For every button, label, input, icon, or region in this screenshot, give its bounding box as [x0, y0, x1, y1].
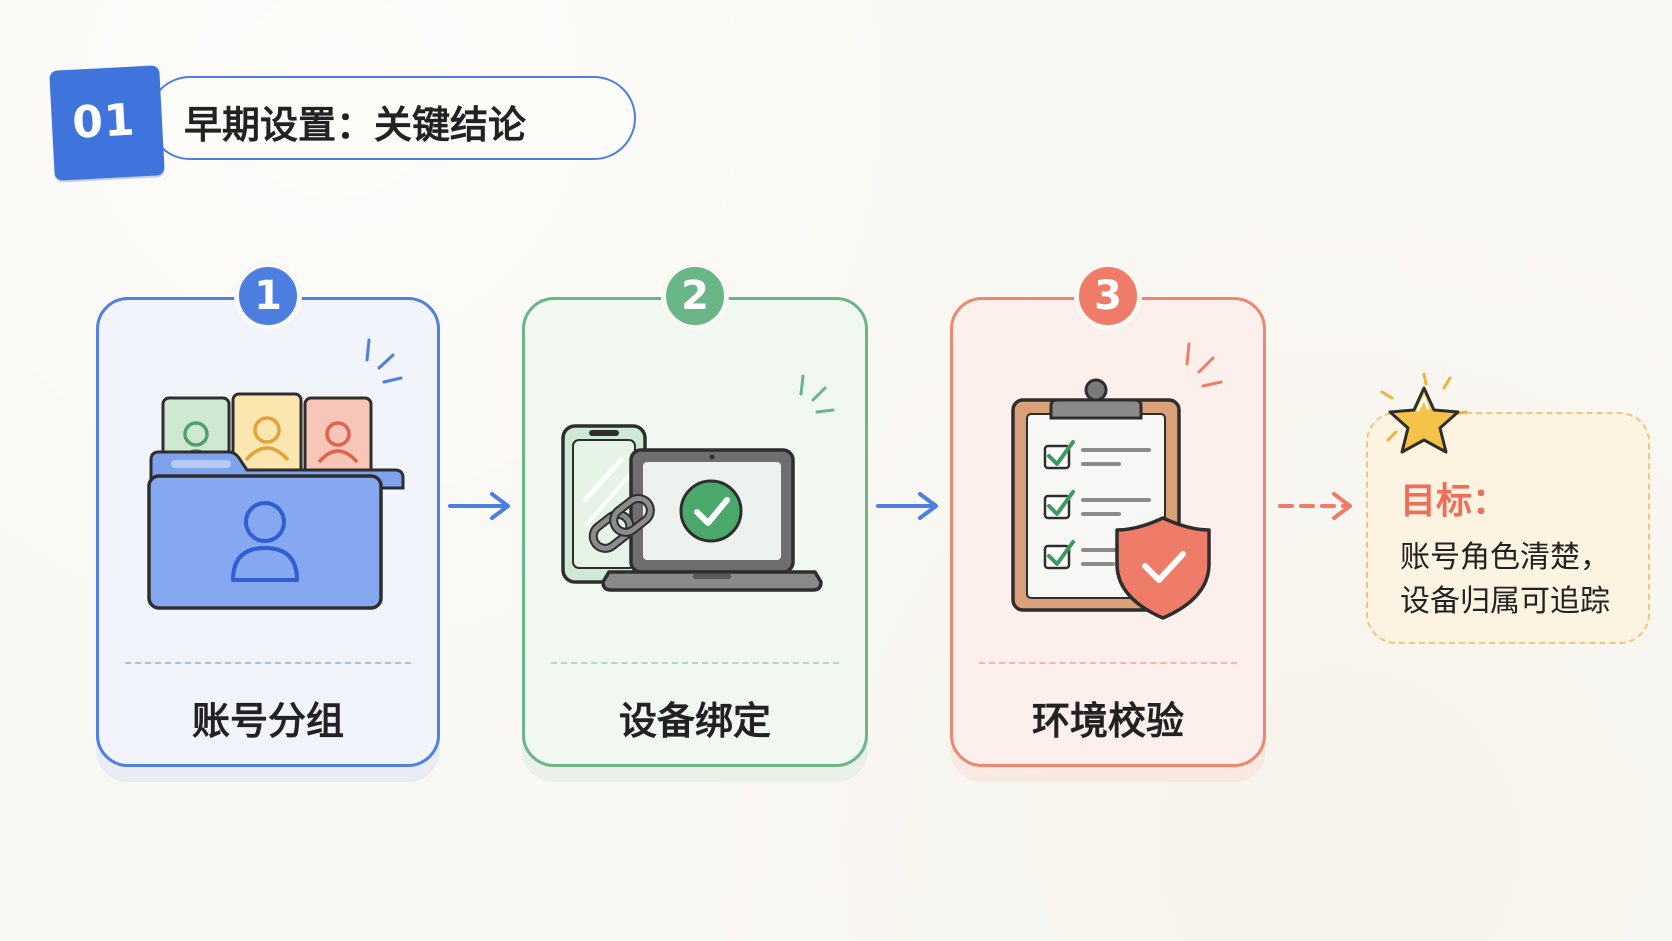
devices-link-icon: [561, 374, 835, 592]
star-icon: [1380, 372, 1468, 454]
clipboard-shield-icon: [1011, 342, 1223, 620]
arrow-right-icon: [876, 492, 938, 520]
step-number-badge-1: 1: [234, 262, 302, 330]
goal-line-2: 设备归属可追踪: [1400, 584, 1610, 619]
step-number-badge-2: 2: [661, 262, 729, 330]
header-title: 早期设置：关键结论: [184, 103, 527, 147]
step-number-badge-3: 3: [1074, 262, 1142, 330]
dashed-arrow-right-icon: [1278, 492, 1352, 520]
card-divider-2: [551, 662, 839, 664]
step-label-1: 账号分组: [191, 699, 344, 743]
step-card-1: 1 账号分组: [96, 262, 440, 767]
card-divider-1: [125, 662, 411, 664]
card-divider-3: [979, 662, 1237, 664]
step-number-2: 2: [681, 273, 709, 319]
arrow-right-icon: [448, 492, 510, 520]
step-number-1: 1: [254, 273, 282, 319]
section-header: 01 早期设置：关键结论: [49, 65, 636, 181]
goal-line-1: 账号角色清楚，: [1400, 540, 1610, 575]
step-label-3: 环境校验: [1031, 699, 1184, 743]
folder-users-icon: [147, 338, 405, 610]
goal-title: 目标：: [1400, 481, 1509, 522]
goal-box: 目标： 账号角色清楚， 设备归属可追踪: [1366, 412, 1650, 644]
step-card-2: 2 设备绑定: [522, 262, 868, 767]
step-card-3: 3: [950, 262, 1266, 767]
step-label-2: 设备绑定: [618, 699, 771, 743]
step-number-3: 3: [1094, 273, 1122, 319]
header-number: 01: [71, 94, 137, 149]
header-number-badge: 01: [49, 65, 165, 181]
